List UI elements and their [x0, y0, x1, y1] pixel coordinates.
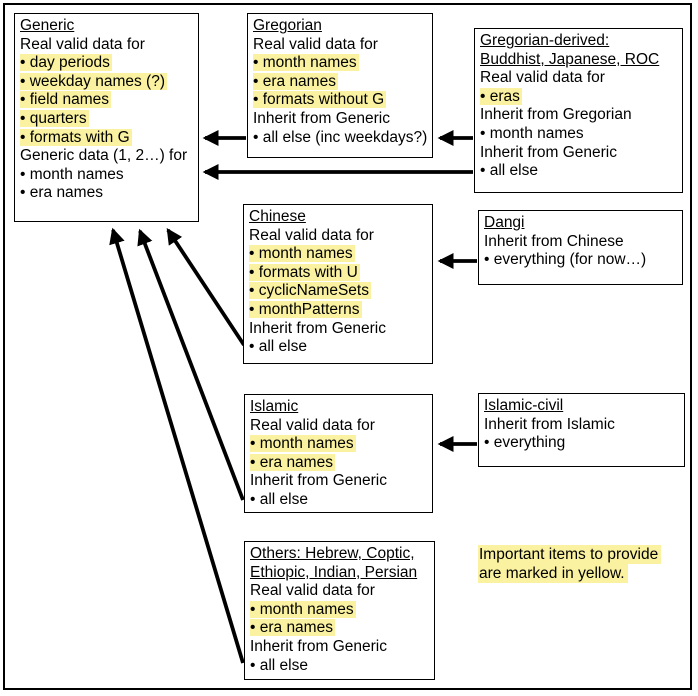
highlighted-item: • era names [253, 72, 338, 90]
text-line: • everything (for now…) [484, 251, 647, 269]
box-title-line: Buddhist, Japanese, ROC [480, 50, 660, 68]
note-line-text: are marked in yellow. [478, 563, 628, 583]
box-title-line: Islamic [250, 398, 299, 415]
highlighted-item: • formats without G [253, 91, 387, 109]
text-line: Inherit from Generic [253, 109, 390, 127]
text-line: Inherit from Generic [249, 319, 386, 337]
text-line: • all else [250, 656, 308, 674]
highlighted-item: • cyclicNameSets [249, 282, 371, 300]
text-line: Inherit from Generic [480, 143, 617, 161]
text-line: • month names [20, 165, 124, 183]
highlighted-item: • field names [20, 91, 111, 109]
text-line: • all else [249, 338, 307, 356]
text-line: • all else (inc weekdays?) [253, 128, 428, 146]
highlighted-item: • month names [253, 54, 359, 72]
highlighted-item: • monthPatterns [249, 300, 362, 318]
text-line: Real valid data for [253, 35, 378, 53]
box-title-line: Dangi [484, 214, 525, 231]
box-title-line: Chinese [249, 208, 306, 225]
highlighted-item: • month names [250, 600, 356, 618]
text-line: Real valid data for [249, 226, 374, 244]
note-line: Important items to provide [478, 545, 662, 564]
text-line: Real valid data for [250, 582, 375, 600]
text-line: • era names [20, 184, 103, 202]
text-line: Inherit from Gregorian [480, 106, 632, 124]
box-title-line: Gregorian [253, 17, 322, 34]
highlighted-item: • formats with U [249, 263, 360, 281]
highlighted-item: • era names [250, 453, 335, 471]
text-line: • month names [480, 124, 584, 142]
box-title-line: Gregorian-derived: [480, 32, 610, 49]
highlighted-item: • eras [480, 87, 522, 105]
text-line: • everything [484, 434, 566, 452]
text-line: Inherit from Generic [250, 472, 387, 490]
text-line: Inherit from Islamic [484, 415, 615, 433]
text-line: • all else [250, 490, 308, 508]
highlighted-item: • quarters [20, 109, 89, 127]
box-gregorian-derived: Gregorian-derived:Buddhist, Japanese, RO… [474, 28, 683, 193]
text-line: Real valid data for [250, 416, 375, 434]
note-line-text: Important items to provide [478, 545, 662, 564]
box-title-line: Ethiopic, Indian, Persian [250, 563, 418, 581]
highlighted-item: • day periods [20, 54, 112, 72]
highlighted-item: • month names [250, 435, 356, 453]
outer-frame [3, 3, 692, 690]
highlighted-item: • formats with G [20, 128, 132, 146]
box-title-line: Generic [20, 17, 75, 34]
text-line: Inherit from Generic [250, 637, 387, 655]
box-others: Others: Hebrew, Coptic,Ethiopic, Indian,… [244, 541, 435, 680]
text-line: Inherit from Chinese [484, 232, 624, 250]
text-line: Real valid data for [480, 69, 605, 87]
yellow-note: Important items to provide are marked in… [478, 545, 662, 583]
text-line: Real valid data for [20, 35, 145, 53]
highlighted-item: • weekday names (?) [20, 72, 167, 90]
note-line: are marked in yellow. [478, 563, 661, 583]
text-line: • all else [480, 162, 538, 180]
box-title-line: Islamic-civil [484, 397, 564, 414]
highlighted-item: • month names [249, 245, 355, 263]
box-title-line: Others: Hebrew, Coptic, [250, 545, 415, 562]
highlighted-item: • era names [250, 619, 335, 637]
text-line: Generic data (1, 2…) for [20, 147, 188, 165]
